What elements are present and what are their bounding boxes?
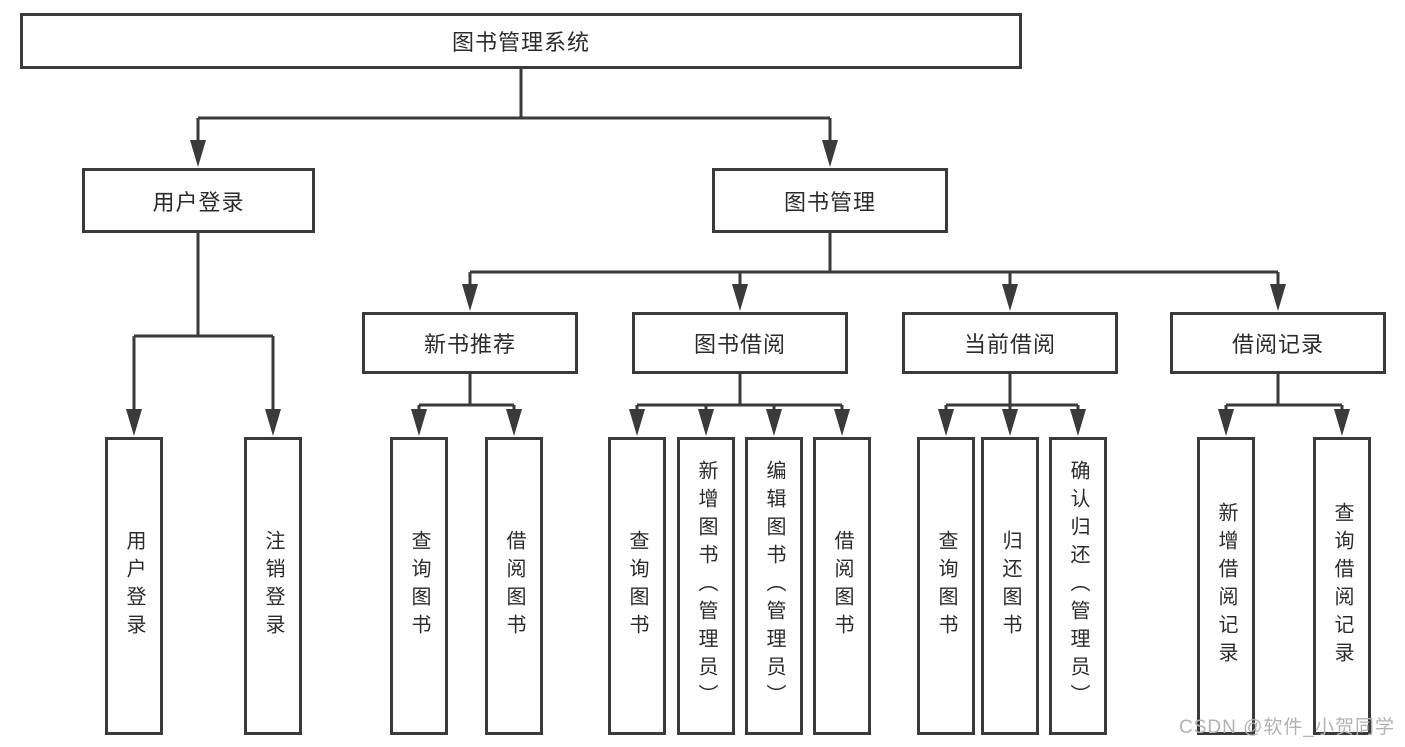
node-current-borrowing: 当前借阅 <box>902 312 1118 374</box>
leaf-logout: 注销登录 <box>244 437 302 735</box>
leaf-current-return-books: 归还图书 <box>981 437 1039 735</box>
node-label: 图书借阅 <box>693 332 786 357</box>
leaf-label: 用户登录 <box>123 530 145 642</box>
leaf-borrowing-edit-books-admin: 编辑图书（管理员） <box>745 437 803 735</box>
node-book-borrowing: 图书借阅 <box>632 312 848 374</box>
leaf-user-login: 用户登录 <box>105 437 163 735</box>
leaf-newbooks-query-books: 查询图书 <box>390 437 448 735</box>
node-label: 用户登录 <box>152 189 245 215</box>
leaf-label: 查询借阅记录 <box>1331 502 1353 670</box>
node-user-login: 用户登录 <box>82 168 315 233</box>
leaf-newbooks-borrow-books: 借阅图书 <box>485 437 543 735</box>
node-label: 借阅记录 <box>1231 332 1324 357</box>
watermark: CSDN @软件_小贺同学 <box>1179 717 1395 738</box>
node-label: 新书推荐 <box>423 332 516 357</box>
node-label: 图书管理系统 <box>451 30 590 55</box>
leaf-records-add-record: 新增借阅记录 <box>1197 437 1255 735</box>
node-library-system: 图书管理系统 <box>20 13 1022 69</box>
leaf-label: 查询图书 <box>408 530 430 642</box>
leaf-label: 注销登录 <box>262 530 284 642</box>
leaf-current-query-books: 查询图书 <box>917 437 975 735</box>
leaf-label: 新增借阅记录 <box>1215 502 1237 670</box>
node-label: 当前借阅 <box>963 332 1056 357</box>
leaf-current-confirm-return-admin: 确认归还（管理员） <box>1049 437 1107 735</box>
leaf-label: 归还图书 <box>999 530 1021 642</box>
leaf-label: 确认归还（管理员） <box>1067 460 1089 712</box>
node-book-management: 图书管理 <box>712 168 948 233</box>
leaf-records-query-record: 查询借阅记录 <box>1313 437 1371 735</box>
leaf-borrowing-borrow-books: 借阅图书 <box>813 437 871 735</box>
node-borrowing-records: 借阅记录 <box>1170 312 1386 374</box>
leaf-label: 新增图书（管理员） <box>695 460 717 712</box>
leaf-borrowing-query-books: 查询图书 <box>608 437 666 735</box>
node-new-book-recommend: 新书推荐 <box>362 312 578 374</box>
leaf-label: 借阅图书 <box>503 530 525 642</box>
leaf-borrowing-add-books-admin: 新增图书（管理员） <box>677 437 735 735</box>
leaf-label: 编辑图书（管理员） <box>763 460 785 712</box>
node-label: 图书管理 <box>783 189 876 215</box>
leaf-label: 查询图书 <box>626 530 648 642</box>
leaf-label: 借阅图书 <box>831 530 853 642</box>
leaf-label: 查询图书 <box>935 530 957 642</box>
